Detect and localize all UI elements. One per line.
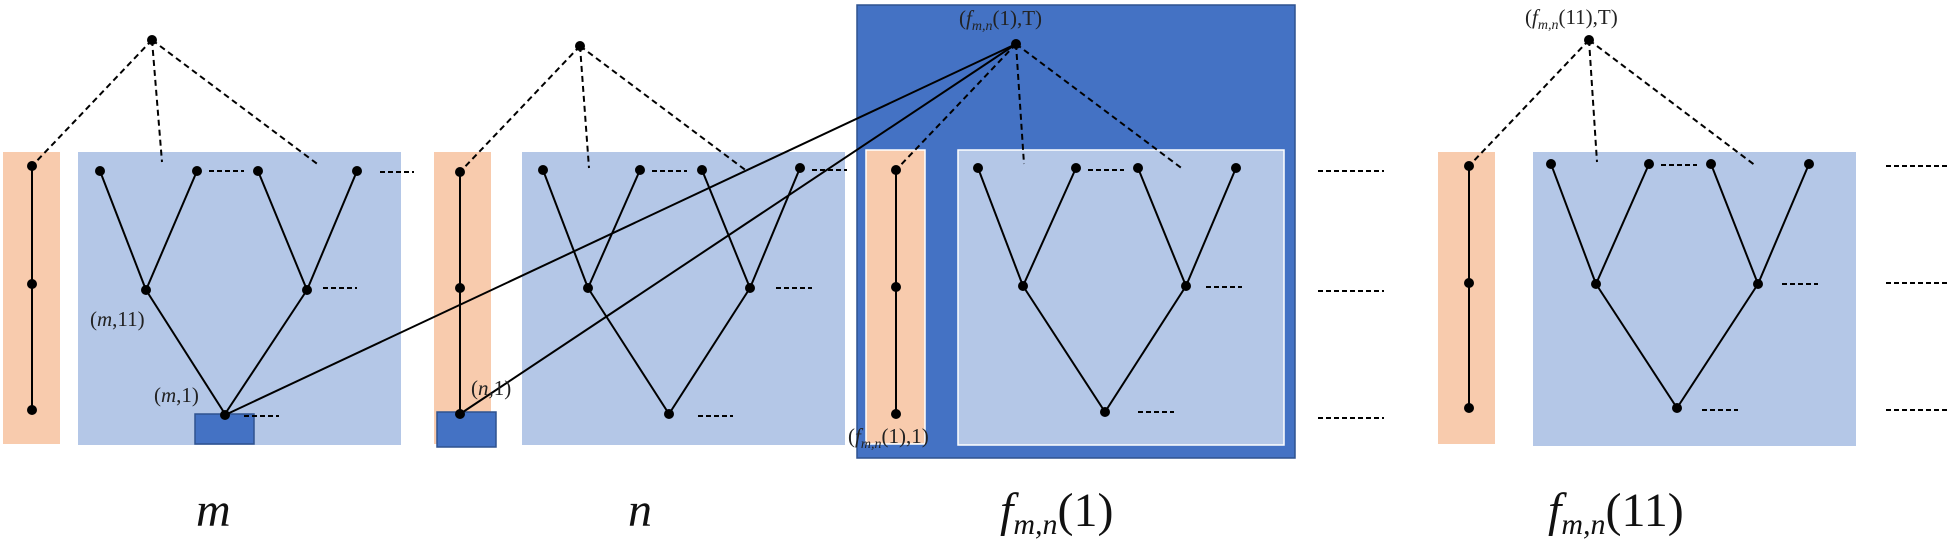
panel-fmn1 (856, 4, 1296, 459)
node-leaf (1546, 159, 1556, 169)
highlight-node-n1 (436, 411, 497, 448)
node-chain-m-top (27, 161, 37, 171)
label-root-fmn1: (fm,n(1),T) (959, 6, 1042, 34)
node-leaf (253, 166, 263, 176)
tree-box-fmn1 (957, 149, 1285, 446)
tree-box-n (522, 152, 845, 445)
orange-bar-fmn11 (1438, 152, 1495, 444)
node-bottom-n (664, 409, 674, 419)
node-chain-m-bottom (27, 405, 37, 415)
node-inner (1591, 279, 1601, 289)
node-inner (302, 285, 312, 295)
orange-bar-n (434, 152, 491, 444)
node-leaf (1706, 159, 1716, 169)
node-leaf (95, 166, 105, 176)
node-leaf (1231, 163, 1241, 173)
nodes-n (455, 41, 805, 419)
node-leaf (1071, 163, 1081, 173)
node-m11 (141, 285, 151, 295)
node-bottom-fmn11 (1672, 403, 1682, 413)
tree-box-m (78, 152, 401, 445)
node-bottom-fmn1 (1100, 407, 1110, 417)
node-chain-fmn11-bottom (1464, 403, 1474, 413)
node-leaf (1133, 163, 1143, 173)
node-leaf (697, 165, 707, 175)
panel-m (3, 152, 401, 445)
node-leaf (635, 165, 645, 175)
node-leaf (352, 166, 362, 176)
map-line-m1 (224, 43, 1017, 416)
node-chain-fmn11-mid (1464, 278, 1474, 288)
node-fmn1-1 (891, 409, 901, 419)
label-node-m11: (m,11) (90, 307, 145, 331)
node-inner (1753, 279, 1763, 289)
node-root-n (575, 41, 585, 51)
caption-m: m (196, 484, 231, 537)
mapping-lines (224, 43, 1017, 416)
node-leaf (1644, 159, 1654, 169)
node-chain-n-mid (455, 283, 465, 293)
panel-fmn11 (1438, 152, 1856, 446)
label-node-m1: (m,1) (154, 383, 199, 407)
tree-n (459, 45, 847, 417)
node-leaf (1804, 159, 1814, 169)
node-chain-fmn11-top (1464, 161, 1474, 171)
node-chain-fmn1-mid (891, 282, 901, 292)
map-line-n1 (459, 43, 1017, 415)
node-leaf (192, 166, 202, 176)
node-leaf (973, 163, 983, 173)
node-chain-m-mid (27, 279, 37, 289)
label-node-n1: (n,1) (471, 376, 511, 400)
tree-fmn11 (1468, 39, 1818, 411)
caption-fmn11: fm,n(11) (1548, 484, 1684, 541)
tree-box-fmn11 (1533, 152, 1856, 446)
node-inner (583, 283, 593, 293)
label-node-fmn1-1: (fm,n(1),1) (848, 424, 929, 452)
node-root-m (147, 35, 157, 45)
panel-n (434, 152, 845, 448)
continuation-dashes (1318, 165, 1949, 419)
node-leaf (538, 165, 548, 175)
node-chain-n-top (455, 167, 465, 177)
nodes-fmn1 (891, 39, 1241, 419)
node-chain-fmn1-top (891, 165, 901, 175)
node-root-fmn11 (1584, 35, 1594, 45)
caption-n: n (628, 484, 652, 537)
tree-fmn1 (895, 43, 1242, 414)
node-inner (745, 283, 755, 293)
caption-fmn1: fm,n(1) (1000, 484, 1113, 541)
nodes-fmn11 (1464, 35, 1814, 413)
node-inner (1181, 281, 1191, 291)
node-leaf (795, 163, 805, 173)
nodes-m (27, 35, 362, 420)
label-root-fmn11: (fm,n(11),T) (1525, 5, 1618, 33)
node-inner (1018, 281, 1028, 291)
